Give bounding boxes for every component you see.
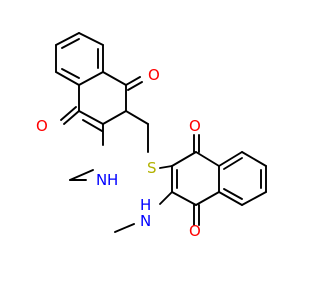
bond — [171, 191, 197, 206]
bond — [69, 169, 94, 181]
bond — [55, 71, 80, 86]
bond — [78, 32, 104, 46]
atom-label-oxygen: O — [189, 222, 201, 240]
background — [0, 0, 300, 300]
bond — [82, 119, 103, 132]
bond — [60, 106, 77, 121]
bond — [171, 151, 197, 167]
bond — [63, 110, 80, 125]
upper-naphthoquinone — [55, 32, 149, 181]
bond — [218, 191, 243, 206]
atom-label-oxygen: O — [148, 66, 160, 84]
atom-label-hydrogen: H — [140, 196, 151, 214]
bond — [102, 71, 127, 86]
bond — [223, 188, 243, 200]
bond — [241, 191, 267, 206]
bond — [195, 151, 220, 167]
bond — [241, 151, 267, 167]
bond — [61, 68, 80, 79]
atom-label-nitrogen: N — [96, 171, 107, 189]
atom-label-nitrogen: N — [140, 212, 151, 230]
bond — [159, 191, 173, 205]
bond — [125, 110, 149, 125]
atom-label-oxygen: O — [189, 117, 201, 135]
bond — [195, 191, 220, 206]
bond — [218, 151, 243, 167]
bond — [125, 76, 141, 86]
bond — [114, 223, 135, 233]
atom-label-oxygen: O — [36, 117, 48, 135]
bond — [61, 38, 80, 49]
bond — [78, 110, 104, 125]
lower-naphthoquinone — [114, 134, 267, 233]
atom-label-sulfur: S — [147, 159, 157, 177]
molecule-diagram: O O O O S N H N H — [0, 0, 300, 300]
bond — [223, 157, 243, 170]
bond — [55, 32, 80, 46]
bond — [159, 165, 173, 169]
bond — [127, 81, 143, 91]
bond — [102, 110, 127, 125]
bond — [78, 71, 104, 86]
atom-label-hydrogen: H — [107, 171, 118, 189]
